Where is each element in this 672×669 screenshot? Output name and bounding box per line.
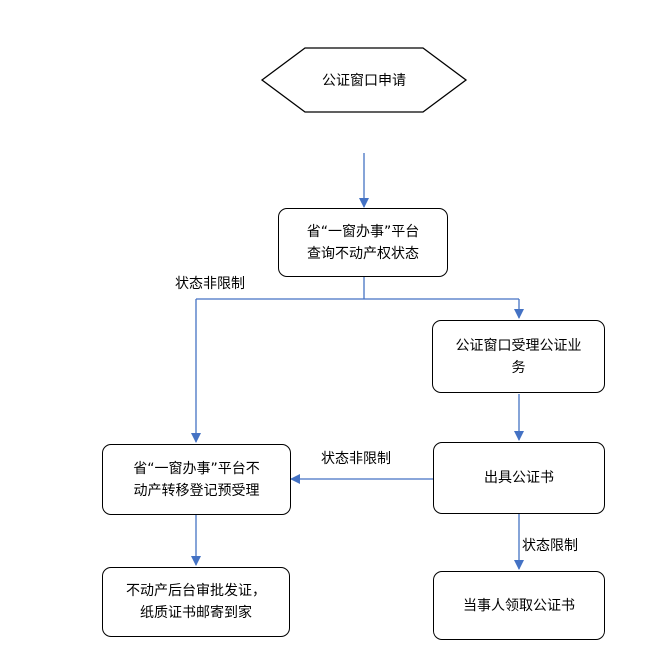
edge-label-unrestricted-mid: 状态非限制 (321, 450, 391, 468)
transfer-registration-node: 省“一窗办事”平台不 动产转移登记预受理 (102, 444, 291, 515)
notary-accept-line-1: 公证窗口受理公证业 (455, 337, 582, 354)
issue-certificate-node: 出具公证书 (433, 442, 605, 514)
approve-mail-line-2: 纸质证书邮寄到家 (140, 605, 252, 621)
party-collect-node: 当事人领取公证书 (433, 571, 605, 640)
query-status-line-1: 省“一窗办事”平台 (306, 223, 420, 240)
notary-accept-line-2: 务 (511, 359, 526, 376)
party-collect-line-1: 当事人领取公证书 (463, 597, 575, 614)
edge-label-restricted: 状态限制 (522, 537, 578, 555)
query-status-node: 省“一窗办事”平台 查询不动产权状态 (278, 208, 448, 277)
query-status-line-2: 查询不动产权状态 (306, 245, 419, 262)
approve-mail-line-1: 不动产后台审批发证， (126, 583, 266, 599)
start-node-label: 公证窗口申请 (322, 73, 406, 89)
issue-certificate-line-1: 出具公证书 (484, 470, 554, 486)
notary-accept-node: 公证窗口受理公证业 务 (432, 320, 605, 393)
start-hexagon (260, 47, 468, 113)
edge-label-unrestricted-top: 状态非限制 (175, 275, 245, 293)
transfer-registration-line-1: 省“一窗办事”平台不 (133, 460, 260, 477)
approve-mail-node: 不动产后台审批发证， 纸质证书邮寄到家 (102, 567, 290, 637)
transfer-registration-line-2: 动产转移登记预受理 (133, 482, 260, 499)
